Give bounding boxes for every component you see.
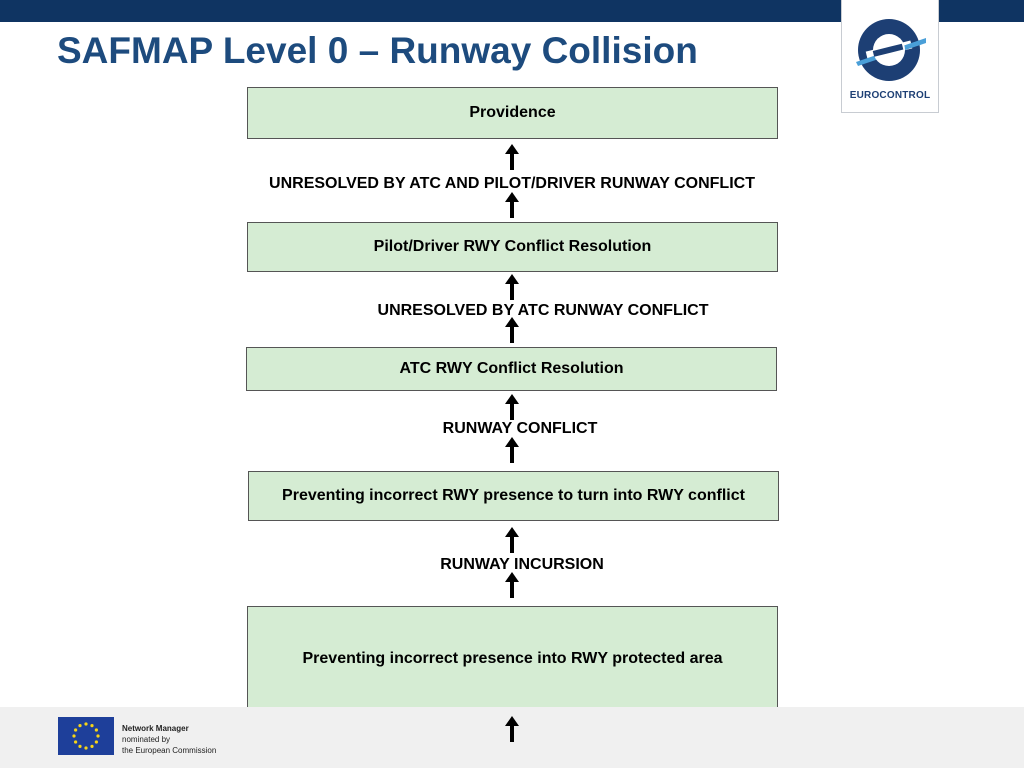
label-unresolved-atc: UNRESOLVED BY ATC RUNWAY CONFLICT <box>377 302 709 319</box>
up-arrow-icon <box>505 572 519 598</box>
network-manager-caption: Network Manager nominated by the Europea… <box>122 723 216 756</box>
slide-title: SAFMAP Level 0 – Runway Collision <box>57 30 698 71</box>
eu-star <box>90 744 94 748</box>
logo-wordmark: EUROCONTROL <box>849 90 931 101</box>
eurocontrol-logo: EUROCONTROL <box>841 0 939 113</box>
up-arrow-icon <box>505 437 519 463</box>
footer-line-3: the European Commission <box>122 746 217 755</box>
box-pilot-driver-resolution: Pilot/Driver RWY Conflict Resolution <box>247 222 778 272</box>
eu-star <box>78 744 82 748</box>
eu-star <box>74 728 78 732</box>
eu-star <box>84 722 88 726</box>
eu-star <box>74 740 78 744</box>
box-atc-resolution: ATC RWY Conflict Resolution <box>246 347 777 391</box>
up-arrow-icon <box>505 716 519 742</box>
eurocontrol-emblem-icon <box>856 19 926 81</box>
eu-star <box>84 746 88 750</box>
top-banner <box>0 0 1024 22</box>
up-arrow-icon <box>505 394 519 420</box>
footer-line-1: Network Manager <box>122 724 189 733</box>
up-arrow-icon <box>505 144 519 170</box>
box-preventing-rwy-conflict: Preventing incorrect RWY presence to tur… <box>248 471 779 521</box>
footer-line-2: nominated by <box>122 735 171 744</box>
label-unresolved-atc-pilot: UNRESOLVED BY ATC AND PILOT/DRIVER RUNWA… <box>269 175 755 192</box>
eu-star <box>90 724 94 728</box>
label-runway-conflict: RUNWAY CONFLICT <box>442 420 598 437</box>
eu-star <box>72 734 76 738</box>
eu-star <box>96 734 100 738</box>
box-providence: Providence <box>247 87 778 139</box>
box-preventing-incorrect-presence: Preventing incorrect presence into RWY p… <box>247 606 778 711</box>
up-arrow-icon <box>505 317 519 343</box>
eu-star <box>78 724 82 728</box>
up-arrow-icon <box>505 192 519 218</box>
eu-star <box>94 740 98 744</box>
up-arrow-icon <box>505 274 519 300</box>
eu-flag-icon <box>58 717 114 755</box>
eu-star <box>94 728 98 732</box>
up-arrow-icon <box>505 527 519 553</box>
label-runway-incursion: RUNWAY INCURSION <box>440 556 604 573</box>
